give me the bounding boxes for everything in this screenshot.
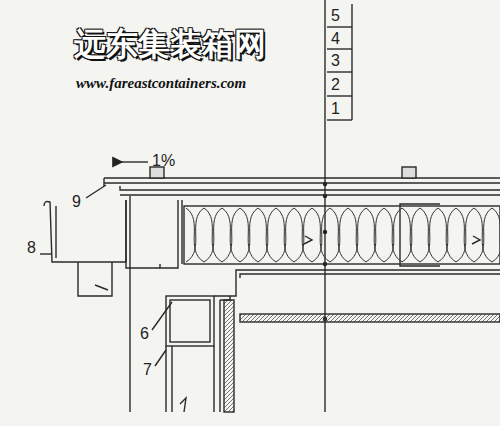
layer-number: 5 [331, 8, 340, 24]
insulation-wave [294, 208, 312, 262]
insulation-wave [456, 208, 474, 262]
callout-number: 7 [143, 362, 152, 378]
slope-label: 1% [152, 153, 175, 169]
callout-number: 6 [140, 326, 149, 342]
insulation-wave [222, 208, 240, 262]
watermark-title: 远东集装箱网 [74, 28, 266, 60]
insulation-wave [204, 208, 222, 262]
layer-number: 2 [331, 77, 340, 93]
insulation-wave [330, 208, 348, 262]
insulation-wave [438, 208, 456, 262]
insulation-wave [384, 208, 402, 262]
insulation-wave [186, 208, 204, 262]
insulation-wave [438, 208, 456, 262]
layer-number: 1 [331, 101, 340, 117]
insulation-wave [312, 208, 330, 262]
layer-number: 4 [331, 31, 340, 47]
insulation-wave [348, 208, 366, 262]
insulation-wave [348, 208, 366, 262]
insulation-wave [474, 208, 492, 262]
insulation-wave [492, 208, 500, 262]
insulation-wave [420, 208, 438, 262]
callout-number: 8 [27, 240, 36, 256]
insulation-wave [240, 208, 258, 262]
layer-number: 3 [331, 53, 340, 69]
insulation-wave [402, 208, 420, 262]
insulation-wave [276, 208, 294, 262]
insulation-wave [258, 208, 276, 262]
insulation-wave [366, 208, 384, 262]
insulation-wave [366, 208, 384, 262]
insulation-wave [240, 208, 258, 262]
insulation-wave [276, 208, 294, 262]
insulation-wave [474, 208, 492, 262]
insulation-wave [186, 208, 204, 262]
insulation-wave [384, 208, 402, 262]
insulation-wave [258, 208, 276, 262]
callout-number: 9 [72, 194, 81, 210]
watermark-url: www.fareastcontainers.com [76, 76, 246, 91]
insulation-wave [420, 208, 438, 262]
insulation-wave [294, 208, 312, 262]
insulation-wave [222, 208, 240, 262]
insulation-wave [402, 208, 420, 262]
insulation-wave [204, 208, 222, 262]
insulation-wave [312, 208, 330, 262]
insulation-wave [492, 208, 500, 262]
insulation-wave [456, 208, 474, 262]
insulation-wave [330, 208, 348, 262]
